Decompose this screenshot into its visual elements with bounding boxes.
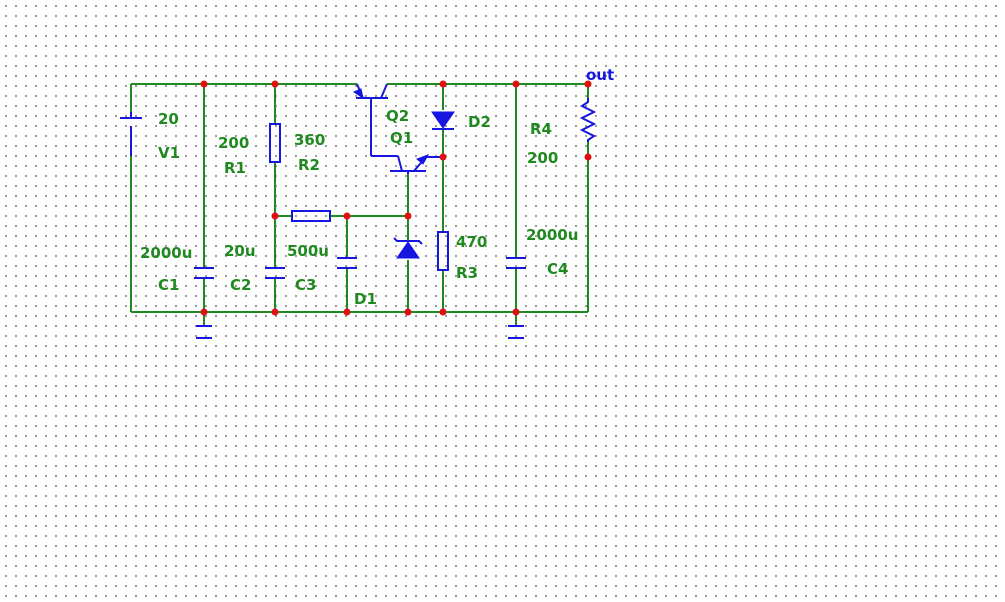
r1-name-label: R1 [224, 159, 246, 177]
output-label: out [586, 66, 614, 84]
resistor-r3[interactable] [437, 231, 449, 271]
resistor-r1[interactable] [269, 123, 281, 163]
resistor-r4[interactable] [579, 98, 597, 142]
junction-nodes [200, 80, 592, 316]
ground-symbol-left [196, 325, 212, 339]
d1-name-label: D1 [354, 290, 377, 308]
battery-v1[interactable] [120, 112, 142, 156]
diode-d2[interactable] [431, 111, 455, 130]
zener-diode-d1[interactable] [393, 237, 423, 259]
c3-name-label: C3 [295, 276, 316, 294]
d2-name-label: D2 [468, 113, 491, 131]
transistor-q1[interactable] [390, 154, 443, 174]
q2-name-label: Q2 [386, 107, 409, 125]
capacitor-c2[interactable] [265, 267, 285, 279]
r4-value-label: 200 [527, 149, 558, 167]
c4-name-label: C4 [547, 260, 568, 278]
c1-value-label: 2000u [140, 244, 192, 262]
r4-name-label: R4 [530, 120, 552, 138]
v1-name-label: V1 [158, 144, 180, 162]
capacitor-c1[interactable] [194, 267, 214, 279]
r2-value-label: 360 [294, 131, 325, 149]
ground-symbol-right [508, 325, 524, 339]
r3-value-label: 470 [456, 233, 487, 251]
transistor-q2[interactable] [352, 83, 398, 157]
r3-name-label: R3 [456, 264, 478, 282]
r1-value-label: 200 [218, 134, 249, 152]
c2-value-label: 20u [224, 242, 256, 260]
v1-value-label: 20 [158, 110, 179, 128]
c2-name-label: C2 [230, 276, 251, 294]
capacitor-c3[interactable] [337, 257, 357, 269]
capacitor-c4[interactable] [506, 257, 526, 269]
c3-value-label: 500u [287, 242, 329, 260]
c1-name-label: C1 [158, 276, 179, 294]
resistor-r2[interactable] [291, 210, 331, 222]
r2-name-label: R2 [298, 156, 320, 174]
c4-value-label: 2000u [526, 226, 578, 244]
q1-name-label: Q1 [390, 129, 413, 147]
